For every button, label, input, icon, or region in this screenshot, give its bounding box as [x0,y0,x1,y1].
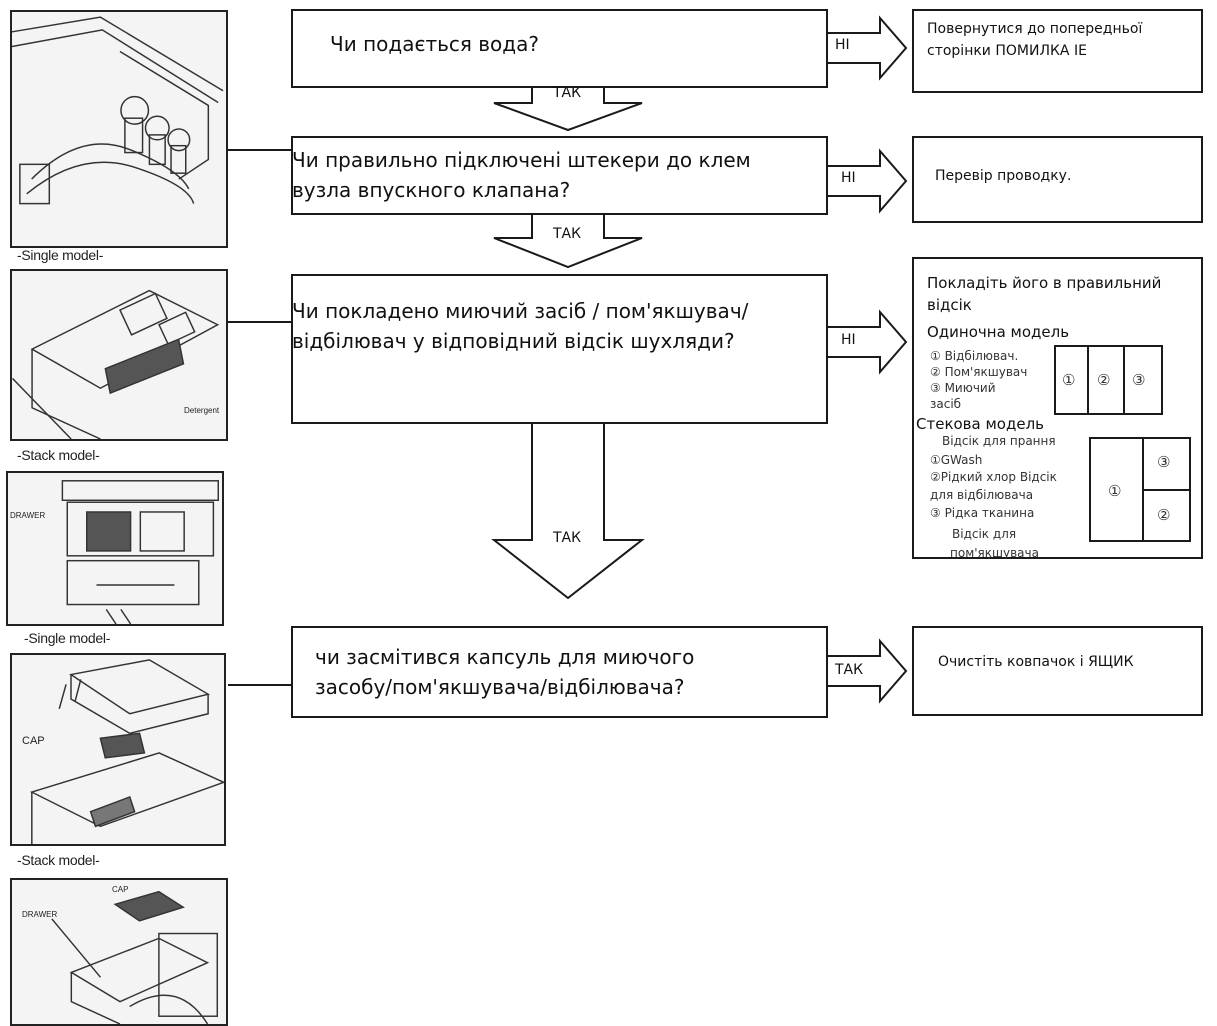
drawer-label-2: DRAWER [22,910,58,919]
stack-model-cap-photo: CAP DRAWER [10,878,228,1026]
stack-cell-3: ③ [1157,453,1171,471]
question-text-4: чи засмітився капсуль для миючого засобу… [315,645,695,699]
single-cell-1: ① [1062,371,1076,389]
answer-box-1 [912,9,1203,93]
compartment-panel-title: Покладіть його в правильний відсік [927,274,1162,314]
answer-text-2: Перевір проводку. [935,168,1072,184]
yes-arrow-4 [826,638,908,704]
stack-cell-1: ① [1108,482,1122,500]
photo-caption-2: -Single model- [17,247,104,263]
yes-label-3: ТАК [553,530,582,546]
photo-caption-4: -Single model- [24,630,111,646]
yes-arrow-3 [491,422,645,600]
stack-model-drawer-photo: DRAWER [6,471,224,626]
question-text-3: Чи покладено миючий засіб / пом'якшувач/… [292,299,749,353]
detergent-label: Detergent [184,406,220,415]
single-model-items: ① Відбілювач. ② Пом'якшувач ③ Миючий зас… [930,349,1028,411]
single-model-drawer-photo: Detergent [10,269,228,441]
question-text-1: Чи подається вода? [330,32,539,56]
photo-caption-3: -Stack model- [17,447,100,463]
yes-arrow-2 [493,213,643,269]
single-cell-3: ③ [1132,371,1146,389]
answer-box-3 [912,257,1203,559]
stack-item-line-2: ①GWash [930,453,983,467]
photo-caption-5: -Stack model- [17,852,100,868]
yes-label-1: ТАК [553,85,582,101]
single-model-cap-photo: CAP [10,653,226,846]
question-text-2: Чи правильно підключені штекери до клем … [292,148,751,202]
inlet-valve-illustration [12,16,224,205]
drawer-label-1: DRAWER [10,511,46,520]
answer-text-4: Очистіть ковпачок і ЯЩИК [938,654,1134,670]
single-model-title: Одиночна модель [927,323,1070,341]
stack-item-line-1: Відсік для прання [942,434,1056,448]
cap-label-2: CAP [112,885,129,894]
yes-label-2: ТАК [553,226,582,242]
yes-arrow-1 [493,86,643,132]
stack-cell-2: ② [1157,506,1171,524]
single-cell-2: ② [1097,371,1111,389]
no-label-1: НІ [835,37,850,53]
yes-label-4: ТАК [835,662,864,678]
answer-text-1: Повернутися до попередньої сторінки ПОМИ… [927,21,1143,59]
no-arrow-1 [826,15,908,81]
cap-label-1: CAP [22,735,45,747]
stack-drawer-illustration [61,480,219,624]
no-arrow-2 [826,148,908,214]
answer-box-4 [912,626,1203,716]
stack-model-title: Стекова модель [916,415,1044,433]
answer-box-2 [912,136,1203,223]
no-label-2: НІ [841,170,856,186]
no-label-3: НІ [841,332,856,348]
stack-cap-illustration [51,890,219,1024]
stack-item-line-3: ②Рідкий хлор Відсік [930,470,1057,484]
inlet-valve-photo [10,10,228,248]
single-cap-illustration [29,659,224,844]
stack-item-line-6: Відсік для [952,527,1017,541]
stack-item-line-7: пом'якшувача [950,546,1039,558]
stack-item-line-5: ③ Рідка тканина [930,506,1035,520]
single-drawer-illustration [12,289,220,439]
stack-item-line-4: для відбілювача [930,488,1034,502]
no-arrow-3 [826,309,908,375]
single-drawer-diagram [1054,345,1163,415]
